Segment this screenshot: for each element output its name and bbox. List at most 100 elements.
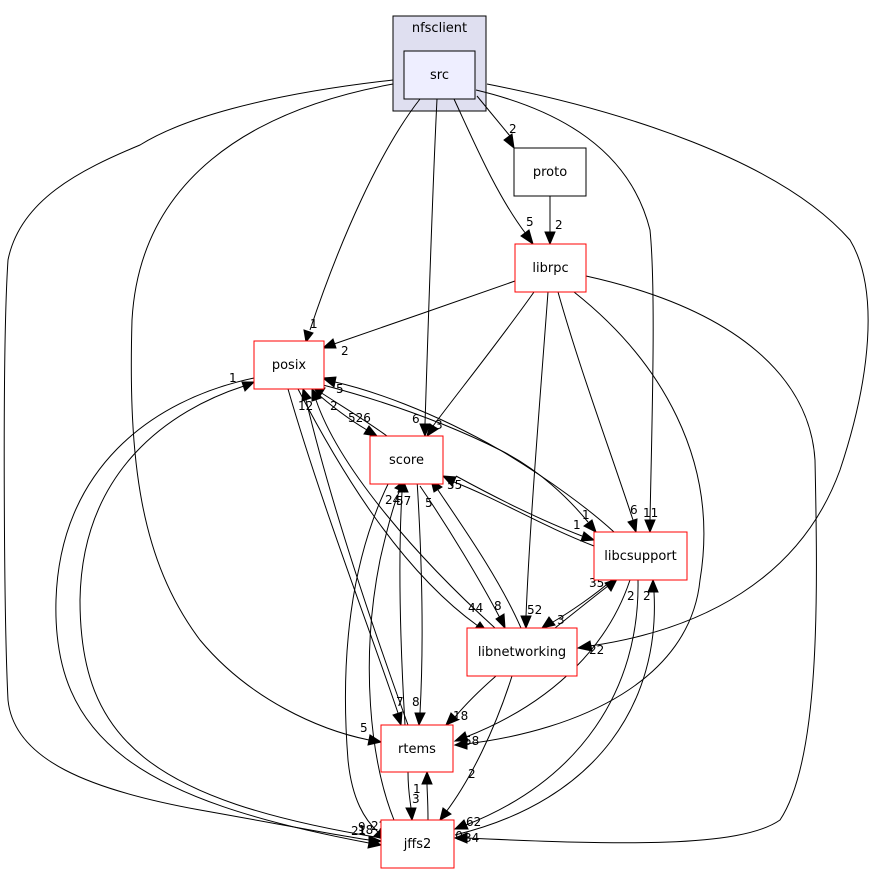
edge-label: 5 bbox=[360, 721, 368, 735]
edge-label: 57 bbox=[396, 494, 411, 508]
edge-label: 1 bbox=[413, 782, 421, 796]
edge-jffs2-score bbox=[368, 489, 401, 821]
nodes: src proto librpc posix score libcsupport… bbox=[253, 50, 688, 869]
arrowhead bbox=[453, 819, 469, 830]
edge-label: 6 bbox=[630, 503, 638, 517]
arrowhead bbox=[520, 229, 534, 246]
edge-librpc-libnetworking bbox=[525, 291, 549, 617]
edge-label: 8 bbox=[494, 599, 502, 613]
arrowhead bbox=[363, 425, 379, 437]
arrowhead bbox=[644, 519, 656, 534]
arrowhead bbox=[576, 640, 593, 652]
arrowhead bbox=[580, 531, 596, 542]
edge-label: 55 bbox=[447, 478, 462, 492]
edge-jffs2-rtems bbox=[426, 783, 429, 821]
node-src[interactable]: src bbox=[403, 50, 476, 100]
node-librpc-label: librpc bbox=[532, 261, 568, 276]
node-proto[interactable]: proto bbox=[513, 147, 587, 197]
edge-libcsupport-jffs2 bbox=[465, 579, 639, 826]
node-libnetworking-box bbox=[466, 627, 578, 677]
cluster-label: nfsclient bbox=[412, 21, 467, 36]
node-libcsupport-label: libcsupport bbox=[604, 549, 677, 564]
node-rtems[interactable]: rtems bbox=[380, 724, 454, 773]
edge-label: 5 bbox=[336, 382, 344, 396]
arrowhead bbox=[441, 475, 457, 487]
edge-label: 1 bbox=[582, 508, 590, 522]
node-jffs2-label: jffs2 bbox=[403, 837, 432, 852]
edge-score-libnetworking bbox=[419, 485, 501, 619]
node-score-label: score bbox=[389, 453, 424, 468]
node-score[interactable]: score bbox=[369, 435, 444, 485]
edge-label: 2 bbox=[468, 767, 476, 781]
node-posix[interactable]: posix bbox=[253, 340, 325, 390]
edge-label: 5 bbox=[526, 215, 534, 229]
edge-librpc-rtems bbox=[465, 291, 705, 745]
edge-libnetworking-posix bbox=[315, 399, 496, 629]
edge-label: 1 bbox=[573, 518, 581, 532]
edge-label: 3 bbox=[557, 613, 565, 627]
edge-src-jffs2 bbox=[3, 79, 394, 841]
node-proto-label: proto bbox=[533, 165, 567, 180]
edge-label: 9 bbox=[358, 820, 366, 834]
edge-score-jffs2 bbox=[344, 479, 391, 833]
node-posix-label: posix bbox=[272, 358, 307, 373]
node-jffs2[interactable]: jffs2 bbox=[380, 819, 455, 869]
edge-label: 58 bbox=[464, 734, 479, 748]
edge-label: 34 bbox=[464, 831, 479, 845]
edge-src-librpc bbox=[453, 98, 527, 235]
edge-label: 8 bbox=[412, 695, 420, 709]
edge-label: 1 bbox=[229, 371, 237, 385]
edge-src-rtems bbox=[130, 83, 394, 741]
arrowhead bbox=[495, 613, 506, 630]
arrowhead bbox=[321, 376, 337, 388]
arrowhead bbox=[627, 518, 638, 534]
edge-label: 2 bbox=[627, 589, 635, 603]
edge-posix-libcsupport bbox=[322, 384, 589, 523]
edge-score-posix bbox=[319, 391, 388, 437]
node-libcsupport[interactable]: libcsupport bbox=[593, 531, 688, 581]
edge-src-libnetworking bbox=[486, 83, 869, 647]
edge-jffs2-libcsupport bbox=[454, 591, 655, 836]
edges: 2 2 5 1 2 6 3 11 6 5 bbox=[3, 79, 869, 849]
arrowhead bbox=[445, 712, 459, 726]
edge-libcsupport-score bbox=[453, 481, 595, 547]
arrowhead bbox=[503, 133, 515, 150]
node-rtems-box bbox=[380, 724, 454, 773]
edge-librpc-score bbox=[432, 291, 535, 427]
edge-src-libcsupport bbox=[475, 89, 654, 521]
node-libnetworking-label: libnetworking bbox=[478, 645, 566, 660]
arrowhead bbox=[544, 231, 556, 246]
edge-rtems-score bbox=[399, 491, 406, 726]
node-librpc-box bbox=[514, 243, 587, 293]
arrowhead bbox=[426, 423, 439, 438]
arrowhead bbox=[583, 519, 597, 533]
node-src-label: src bbox=[430, 68, 449, 83]
edge-label: 18 bbox=[358, 823, 373, 837]
edge-librpc-jffs2 bbox=[465, 275, 817, 844]
edge-src-proto bbox=[476, 95, 511, 137]
edge-label: 44 bbox=[468, 601, 483, 615]
edge-libnetworking-jffs2 bbox=[445, 675, 513, 813]
arrowhead bbox=[540, 616, 556, 629]
arrowhead bbox=[311, 387, 322, 402]
edge-label: 18 bbox=[453, 709, 468, 723]
arrowhead bbox=[453, 738, 468, 750]
edge-label: 22 bbox=[589, 643, 604, 657]
node-librpc[interactable]: librpc bbox=[514, 243, 587, 293]
edge-posix-rtems bbox=[287, 388, 399, 714]
edge-label: 2 bbox=[555, 218, 563, 232]
edge-label: 2 bbox=[509, 122, 517, 136]
edge-label: 24 bbox=[385, 493, 400, 507]
edge-label: 2 bbox=[341, 344, 349, 358]
node-proto-box bbox=[513, 147, 587, 197]
arrowhead bbox=[301, 387, 312, 402]
edge-libnetworking-libcsupport bbox=[554, 585, 609, 629]
edge-librpc-posix bbox=[333, 280, 516, 345]
node-jffs2-box bbox=[380, 819, 455, 869]
arrowhead bbox=[421, 770, 433, 785]
node-libnetworking[interactable]: libnetworking bbox=[466, 627, 578, 677]
arrowhead bbox=[520, 615, 532, 630]
edge-rtems-posix bbox=[305, 399, 409, 726]
edge-score-libcsupport bbox=[455, 475, 583, 537]
